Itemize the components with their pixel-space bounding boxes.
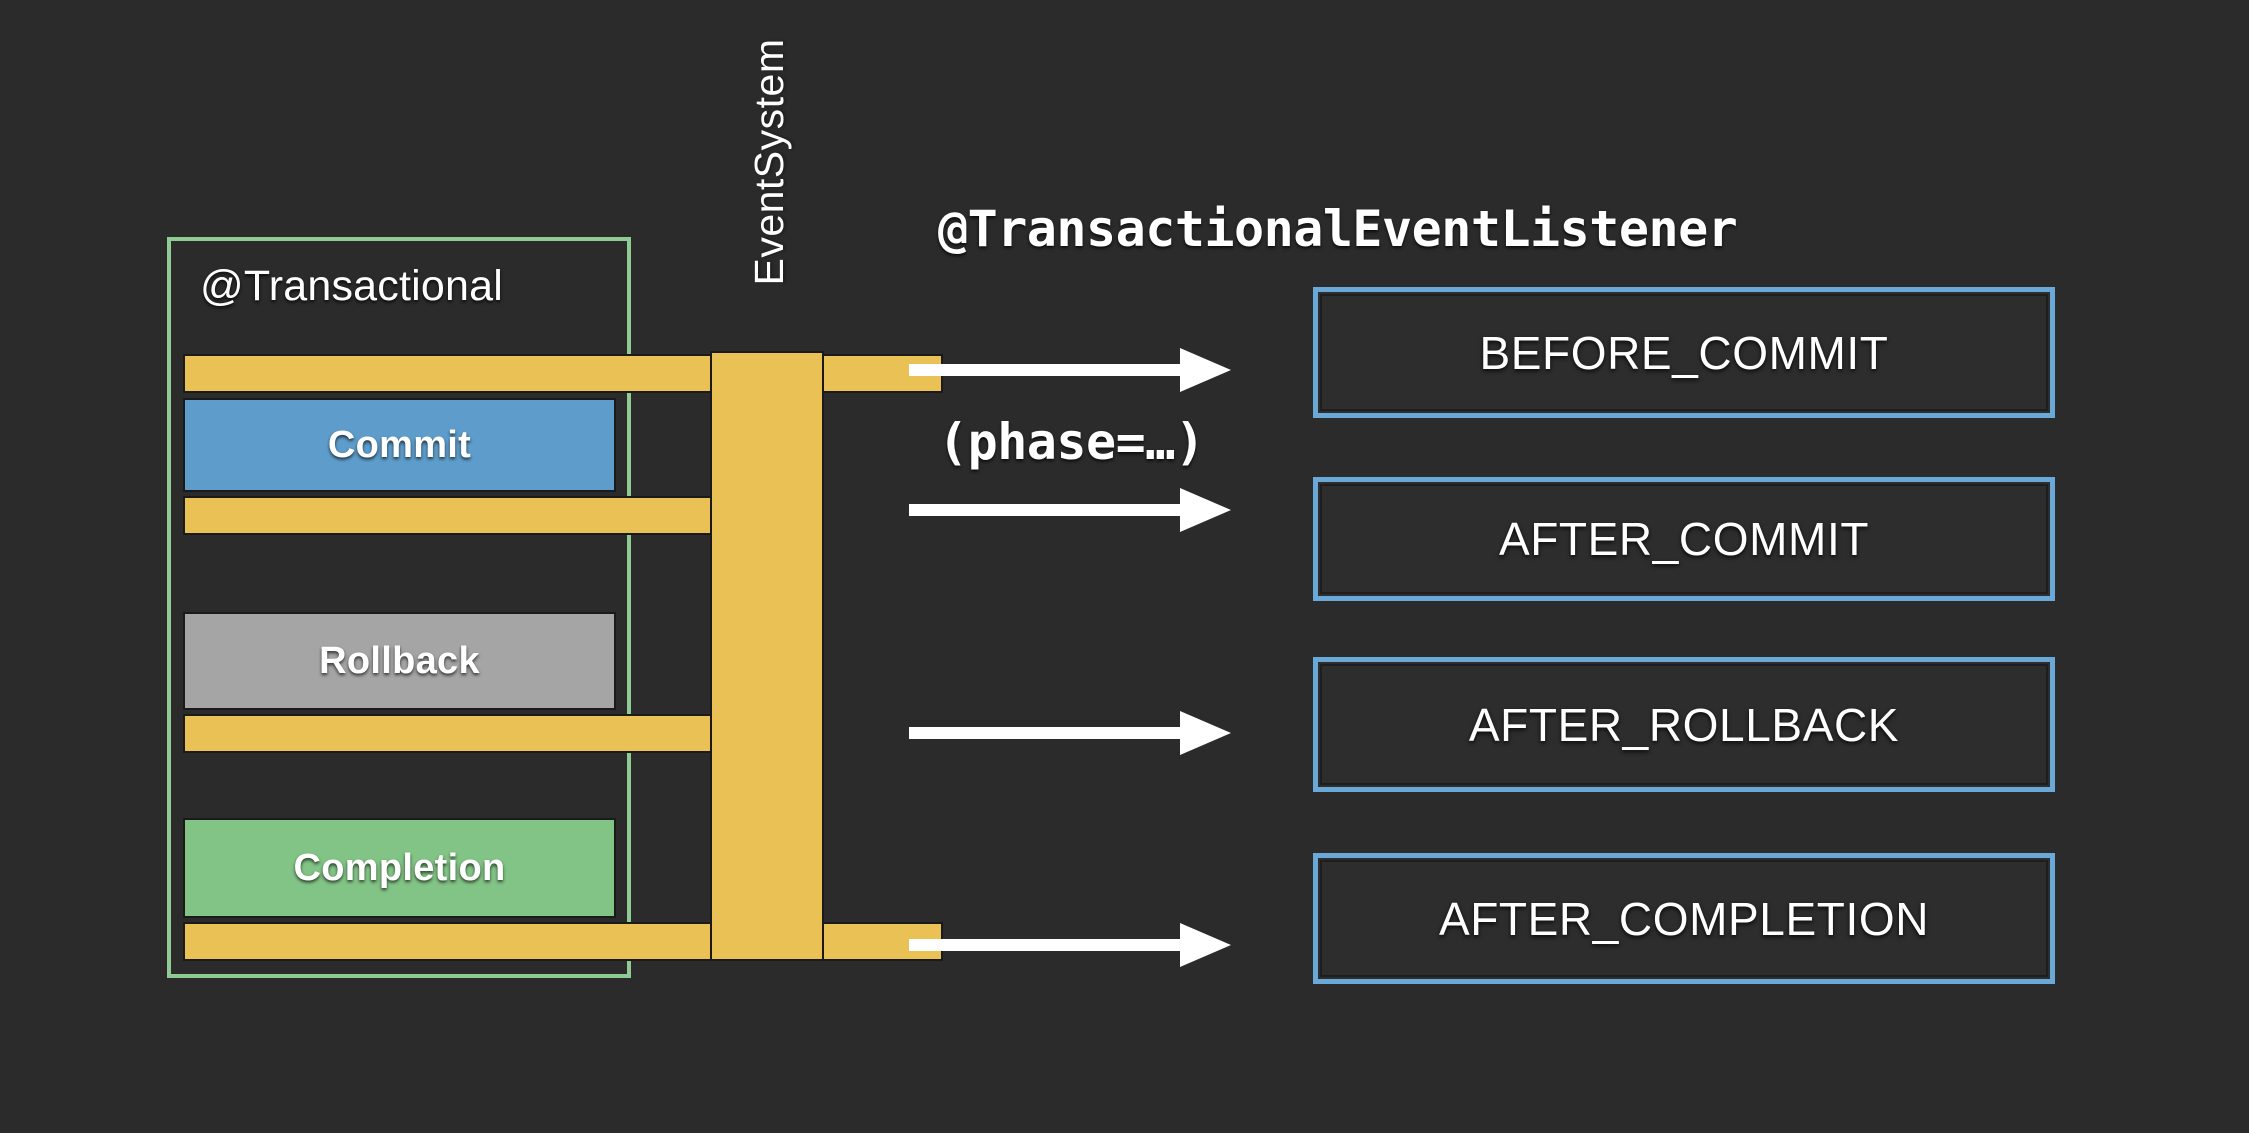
event-system-block: EventSystem (710, 38, 824, 961)
arrow-to-after-completion (905, 915, 1235, 975)
phase-before-commit-label: BEFORE_COMMIT (1479, 326, 1889, 379)
title-line-1: @TransactionalEventListener (938, 200, 1738, 258)
event-connector-bar-4 (183, 922, 943, 961)
completion-block: Completion (183, 818, 616, 918)
arrow-to-after-rollback (905, 703, 1235, 763)
phase-before-commit[interactable]: BEFORE_COMMIT (1313, 287, 2055, 418)
phase-after-rollback[interactable]: AFTER_ROLLBACK (1313, 657, 2055, 792)
arrow-to-after-commit (905, 480, 1235, 540)
event-connector-bar-2 (183, 496, 753, 535)
diagram-title: @TransactionalEventListener (phase=…) (938, 52, 2138, 620)
rollback-block-label: Rollback (319, 639, 480, 682)
completion-block-label: Completion (293, 846, 506, 889)
event-system-label: EventSystem (745, 38, 792, 286)
phase-after-completion-label: AFTER_COMPLETION (1438, 892, 1930, 945)
transactional-label: @Transactional (200, 262, 503, 310)
event-connector-bar-3 (183, 714, 753, 753)
phase-after-completion[interactable]: AFTER_COMPLETION (1313, 853, 2055, 984)
phase-after-rollback-label: AFTER_ROLLBACK (1468, 698, 1900, 751)
commit-block-label: Commit (327, 423, 472, 466)
arrow-to-before-commit (905, 340, 1235, 400)
rollback-block: Rollback (183, 612, 616, 710)
title-line-2: (phase=…) (938, 413, 1205, 471)
phase-after-commit[interactable]: AFTER_COMMIT (1313, 477, 2055, 601)
phase-after-commit-label: AFTER_COMMIT (1498, 513, 1870, 565)
commit-block: Commit (183, 398, 616, 492)
event-connector-bar-1 (183, 354, 943, 393)
